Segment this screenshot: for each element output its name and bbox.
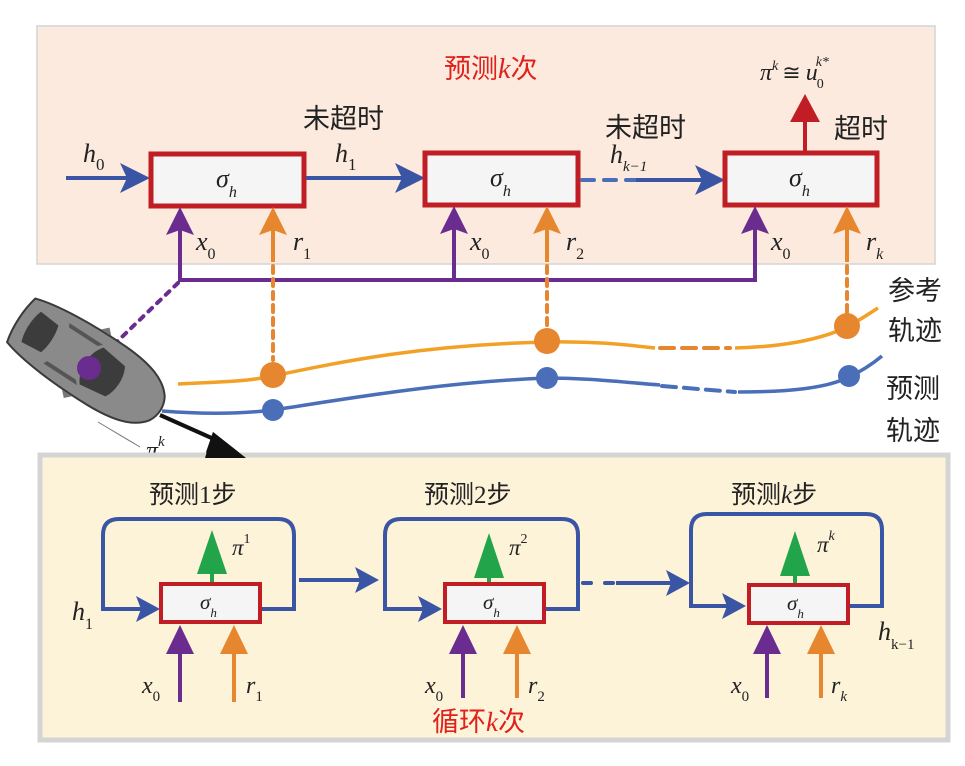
step-1-x-label: x0: [141, 673, 160, 705]
step-1-output-label: π1: [232, 532, 251, 560]
step-1-block: [159, 582, 262, 624]
reference-arrows: [259, 206, 861, 262]
svg-text:σh: σh: [483, 590, 500, 620]
rnn-block-2: [422, 150, 581, 208]
pred-point-1: [262, 399, 284, 421]
timeout-label: 超时: [834, 114, 888, 145]
reference-trajectory-label: 参考轨迹: [888, 276, 942, 347]
arrowhead-h0: [120, 163, 150, 193]
label-x0-1: x0: [195, 227, 216, 263]
predicted-trajectory-label: 预测轨迹: [886, 374, 940, 447]
label-rk: rk: [866, 227, 884, 263]
step-k-loop: [689, 512, 884, 608]
state-connector: [96, 281, 180, 362]
predicted-trajectory-end: [737, 354, 884, 394]
step-2-r-label: r2: [528, 673, 545, 705]
step-1-output-arrow: [197, 530, 227, 574]
step-2-title: 预测2步: [424, 480, 512, 509]
output-equation: πk≅u0k*: [760, 55, 829, 92]
label-h1: h1: [335, 139, 357, 174]
predicted-trajectory: [161, 376, 661, 415]
step-k-output-arrow: [780, 531, 810, 576]
top-panel-title: 预测k次: [444, 54, 537, 85]
not-timeout-label-2: 未超时: [605, 113, 686, 144]
step-k-r-label: rk: [831, 673, 847, 705]
ref-point-1: [260, 362, 286, 388]
arrowhead-h1: [395, 163, 425, 193]
step-1-loop: [101, 517, 296, 611]
step-2-x-label: x0: [424, 673, 443, 705]
reference-trajectory: [177, 340, 656, 386]
step-1-title: 预测1步: [149, 480, 237, 509]
pred-point-2: [536, 367, 558, 389]
label-r2: r2: [566, 227, 584, 263]
block-1-label: σh: [216, 164, 237, 201]
arrowhead-hk1: [695, 165, 725, 195]
block-3-label: σh: [789, 163, 810, 200]
step-2-output-label: π2: [509, 532, 528, 560]
step-2-block: [443, 582, 546, 624]
action-arrowhead-overlay: [205, 432, 246, 458]
step-2-loop: [383, 517, 580, 611]
label-h0: h0: [83, 139, 105, 174]
ref-point-k: [834, 313, 860, 339]
pred-point-k: [838, 365, 860, 387]
bottom-panel-footer: 循环k次: [432, 707, 525, 738]
not-timeout-label-1: 未超时: [303, 104, 384, 135]
ref-connectors: [271, 264, 849, 362]
step-1: 预测1步 σh π1 x0 r1 h1: [72, 480, 296, 705]
step-2: 预测2步 σh π2 x0 r2: [383, 480, 580, 705]
step-1-h-label: h1: [72, 597, 93, 633]
step-k-title: 预测k步: [731, 480, 817, 509]
step-k-x-label: x0: [730, 673, 749, 705]
svg-text:σh: σh: [787, 591, 804, 621]
output-arrowhead: [790, 94, 820, 122]
label-x0-2: x0: [469, 227, 490, 263]
ref-point-2: [534, 328, 560, 354]
step-k-h-label: hk−1: [878, 617, 914, 653]
step-k: 预测k步 σh πk x0 rk hk−1: [689, 480, 914, 705]
svg-text:σh: σh: [200, 590, 217, 620]
step-2-output-arrow: [474, 533, 504, 578]
label-hk1: hk−1: [610, 140, 647, 175]
car-shadow-line: [97, 421, 141, 448]
step-k-block: [747, 583, 850, 625]
label-x0-3: x0: [770, 227, 791, 263]
rnn-block-1: [148, 151, 307, 209]
rnn-block-3: [722, 150, 880, 208]
step-k-output-label: πk: [817, 529, 836, 557]
block-2-label: σh: [490, 163, 511, 200]
vehicle-state-point: [77, 356, 101, 380]
predicted-trajectory-gap: [660, 384, 737, 394]
label-r1: r1: [293, 227, 311, 263]
step-1-r-label: r1: [246, 673, 263, 705]
